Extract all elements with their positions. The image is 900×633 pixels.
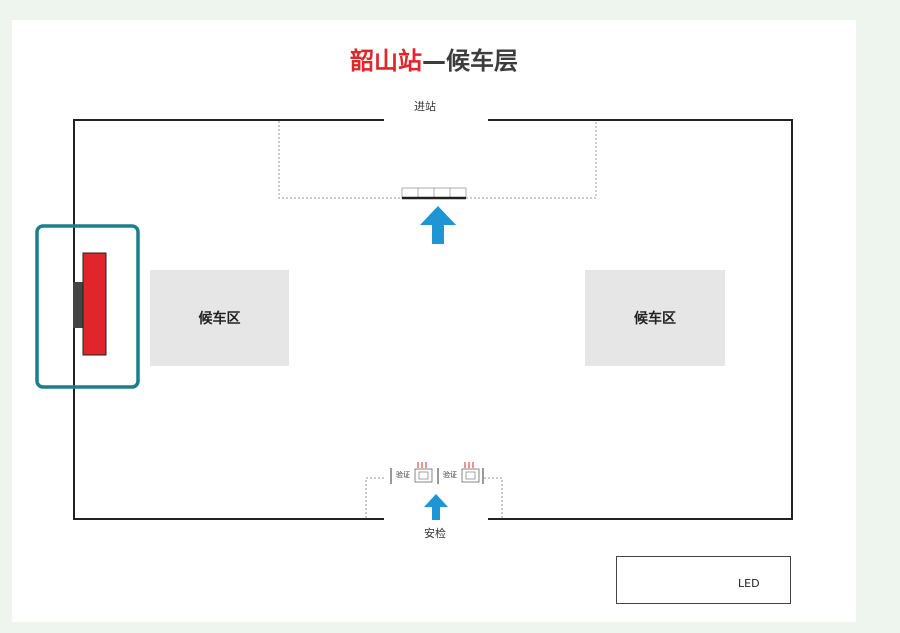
waiting-area-right-label: 候车区 xyxy=(634,311,676,327)
led-highlight-frame xyxy=(35,224,140,389)
entry-gate xyxy=(401,187,467,200)
legend-box xyxy=(616,556,791,604)
waiting-area-left: 候车区 xyxy=(150,270,289,366)
gate-a-label: 验证 xyxy=(396,471,410,479)
security-label: 安检 xyxy=(424,527,446,540)
legend-led-label: LED xyxy=(738,577,760,590)
waiting-area-right: 候车区 xyxy=(585,270,725,366)
led-screen xyxy=(82,252,107,356)
entrance-label: 进站 xyxy=(414,100,436,113)
station-name: 韶山站 xyxy=(350,47,422,75)
entry-arrow-icon xyxy=(420,206,456,244)
plan-title: 韶山站—候车层 xyxy=(12,46,856,76)
floor-name: —候车层 xyxy=(422,47,518,75)
security-corridor xyxy=(365,477,503,518)
entry-corridor xyxy=(278,121,597,199)
security-arrow-icon xyxy=(424,494,448,520)
gate-b-label: 验证 xyxy=(443,471,457,479)
led-screen-mount xyxy=(73,282,83,328)
waiting-area-left-label: 候车区 xyxy=(198,311,241,327)
security-machines xyxy=(390,462,484,484)
